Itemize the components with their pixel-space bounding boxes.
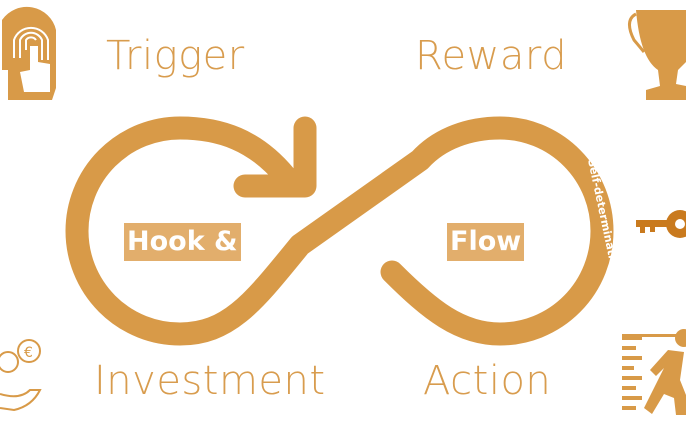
running-person-icon xyxy=(622,329,686,415)
label-action: Action xyxy=(423,358,552,404)
hook-label: Hook & xyxy=(124,223,241,261)
label-reward: Reward xyxy=(415,33,567,79)
fingerprint-touch-icon xyxy=(2,6,56,101)
arrow-head xyxy=(233,116,317,198)
label-trigger: Trigger xyxy=(106,33,245,79)
svg-text:€: € xyxy=(24,345,33,361)
infinity-loop xyxy=(65,116,614,346)
coins-hand-icon: € xyxy=(0,339,42,412)
key-icon xyxy=(636,210,686,238)
flow-label: Flow xyxy=(447,223,525,261)
label-investment: Investment xyxy=(94,358,326,404)
trophy-icon xyxy=(628,10,686,100)
